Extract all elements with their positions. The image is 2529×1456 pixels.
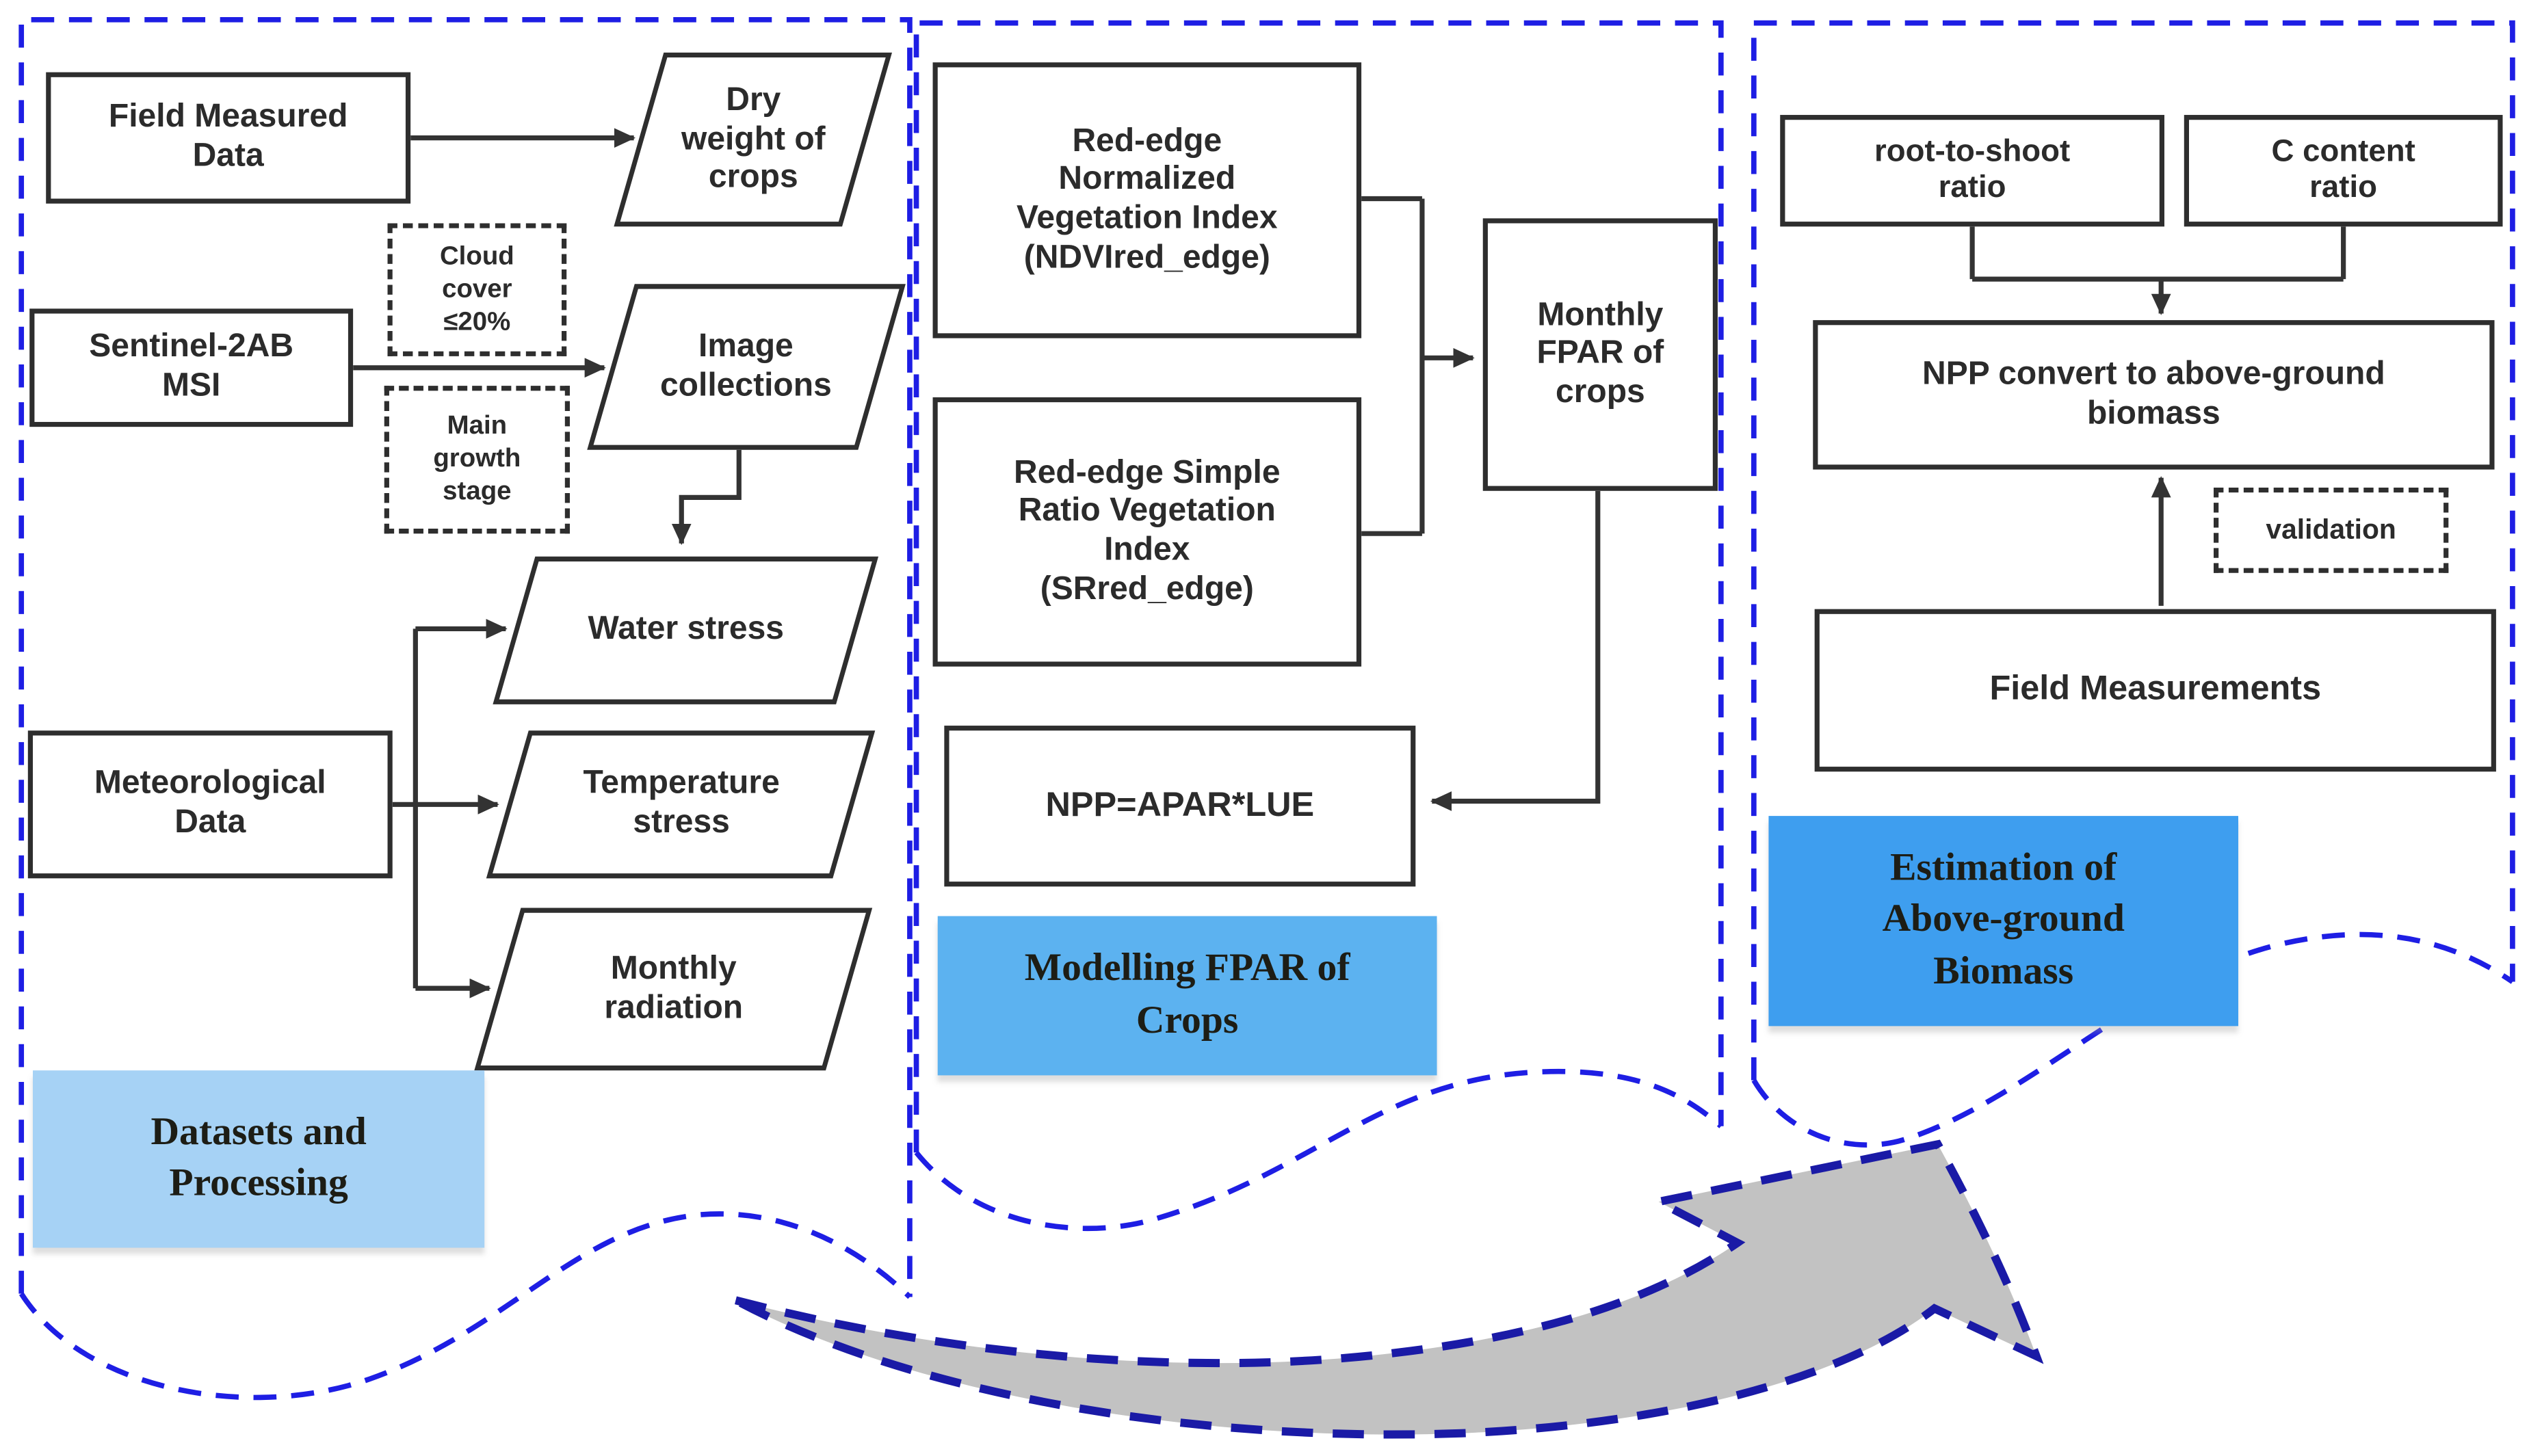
node-root-to-shoot-ratio: root-to-shoot ratio xyxy=(1780,115,2164,227)
node-monthly-fpar-of-crops: Monthly FPAR of crops xyxy=(1482,218,1718,491)
edge-monthlyfpar-npp xyxy=(1430,490,1601,811)
label-estimation-of-above-ground-biomass: Estimation of Above-ground Biomass xyxy=(1768,816,2239,1027)
node-sr-red-edge: Red-edge Simple Ratio Vegetation Index (… xyxy=(932,397,1362,667)
panel-modelling-wave xyxy=(914,1068,1723,1232)
panel-modelling-border xyxy=(913,20,1724,1153)
connectors xyxy=(353,128,2346,998)
panel-estimation-border xyxy=(1751,20,2515,1081)
panel-datasets-border xyxy=(18,16,913,1297)
big-flow-arrow xyxy=(733,1139,2044,1439)
node-water-stress: Water stress xyxy=(493,556,879,704)
node-field-measured-data: Field Measured Data xyxy=(46,72,411,204)
node-dry-weight-label: Dry weight of crops xyxy=(681,81,826,196)
node-cloud-cover: Cloud cover ≤20% xyxy=(387,223,567,356)
node-monthly-radiation: Monthly radiation xyxy=(474,908,873,1071)
node-monthly-radiation-label: Monthly radiation xyxy=(603,950,743,1026)
node-npp-apar-lue: NPP=APAR*LUE xyxy=(944,726,1416,887)
panel-estimation-wave xyxy=(1751,931,2515,1148)
node-main-growth-stage: Main growth stage xyxy=(384,386,571,534)
node-field-measurements: Field Measurements xyxy=(1814,609,2496,772)
label-modelling-fpar-of-crops: Modelling FPAR of Crops xyxy=(937,916,1437,1076)
node-ndvi-red-edge: Red-edge Normalized Vegetation Index (ND… xyxy=(932,62,1362,339)
node-image-collections-label: Image collections xyxy=(660,328,833,403)
edge-imagecollections-waterstress xyxy=(671,449,742,545)
node-validation: validation xyxy=(2214,487,2449,573)
node-temperature-stress-label: Temperature stress xyxy=(582,765,779,841)
node-image-collections: Image collections xyxy=(587,284,906,450)
node-c-content-ratio: C content ratio xyxy=(2184,115,2503,227)
label-datasets-and-processing: Datasets and Processing xyxy=(33,1070,485,1248)
node-temperature-stress: Temperature stress xyxy=(486,730,876,879)
node-meteorological-data: Meteorological Data xyxy=(27,730,393,879)
panel-datasets-wave xyxy=(18,1211,912,1401)
node-sentinel-2ab-msi: Sentinel-2AB MSI xyxy=(29,308,354,427)
node-npp-convert-to-biomass: NPP convert to above-ground biomass xyxy=(1813,320,2495,470)
node-water-stress-label: Water stress xyxy=(588,611,784,648)
panel-borders xyxy=(18,16,2515,1401)
